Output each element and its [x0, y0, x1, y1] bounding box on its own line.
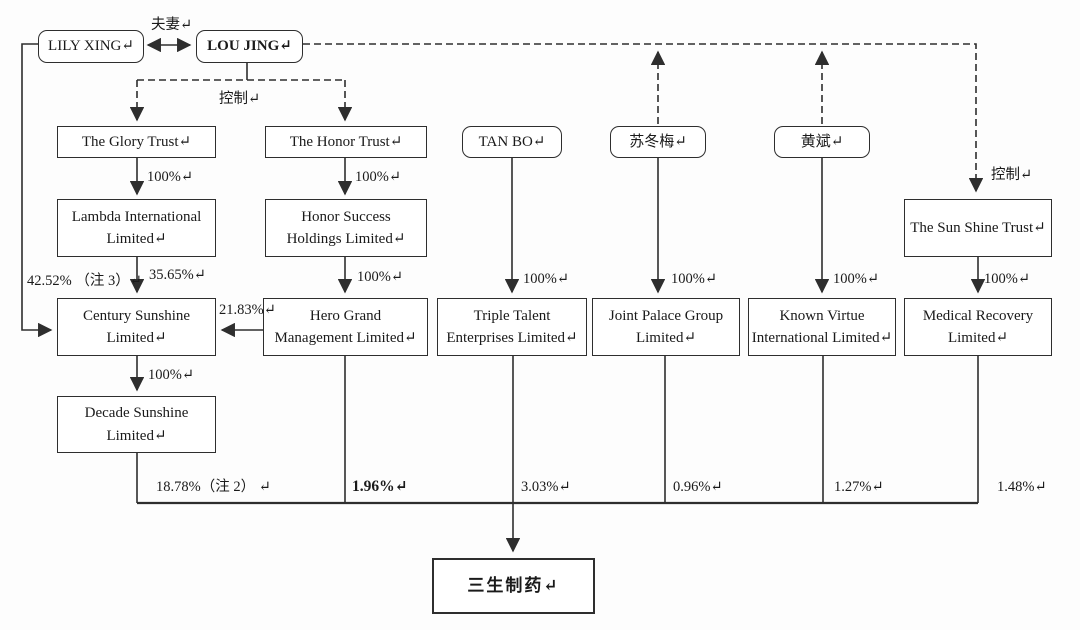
label-pct-tanbo-triple: 100%↵ [523, 271, 569, 287]
node-joint-palace-line2: Limited↵ [635, 330, 697, 346]
node-lily-xing: LILY XING↵ [38, 30, 144, 63]
label-pct-huang-knownvirtue: 100%↵ [833, 271, 879, 287]
node-honor-success-line1: Honor Success [301, 208, 391, 225]
node-triple-talent-line2: Enterprises Limited↵ [446, 330, 578, 346]
label-pct-lambda-century-right: 35.65%↵ [149, 267, 206, 283]
node-honor-trust: The Honor Trust↵ [265, 126, 427, 158]
label-pct-honor-honorsuccess: 100%↵ [355, 169, 401, 185]
label-control-right: 控制↵ [991, 167, 1033, 183]
node-decade-line2: Limited↵ [106, 427, 167, 444]
node-triple-talent-line1: Triple Talent [473, 307, 551, 324]
node-sun-shine-trust-label: The Sun Shine Trust↵ [910, 219, 1046, 236]
label-pct-herogrand-century: 21.83%↵ [219, 302, 276, 318]
node-lambda-line1: Lambda International [71, 208, 202, 225]
node-huang-bin-label: 黄斌↵ [800, 133, 844, 150]
node-huang-bin: 黄斌↵ [774, 126, 870, 158]
label-pct-medical-target: 1.48%↵ [997, 479, 1047, 495]
label-control-top: 控制↵ [219, 91, 261, 107]
node-lambda-line2: Limited↵ [106, 231, 167, 247]
node-honor-success: Honor Success Holdings Limited↵ [265, 199, 427, 257]
node-tan-bo-label: TAN BO↵ [478, 133, 546, 150]
node-medical-recovery-line2: Limited↵ [947, 330, 1009, 346]
edge-lily-century [21, 43, 53, 338]
label-pct-jointpalace-target: 0.96%↵ [673, 479, 723, 495]
node-decade-line1: Decade Sunshine [84, 405, 189, 421]
node-hero-grand-line2: Management Limited↵ [274, 330, 417, 346]
node-glory-trust: The Glory Trust↵ [57, 126, 216, 158]
node-honor-success-line2: Holdings Limited↵ [286, 231, 406, 247]
node-known-virtue-line2: International Limited↵ [751, 330, 893, 346]
node-medical-recovery: Medical Recovery Limited↵ [904, 298, 1052, 356]
node-century-line1: Century Sunshine [82, 307, 191, 324]
label-pct-sunshine-medical: 100%↵ [984, 271, 1030, 287]
label-pct-herogrand-target: 1.96%↵ [352, 478, 408, 495]
node-tan-bo: TAN BO↵ [462, 126, 562, 158]
node-hero-grand-line1: Hero Grand [309, 307, 382, 324]
node-su-dongmei: 苏冬梅↵ [610, 126, 706, 158]
node-3sbio: 三生制药↵ [432, 558, 595, 614]
label-pct-decade-target: 18.78%（注 2） ↵ [156, 479, 271, 495]
node-triple-talent: Triple Talent Enterprises Limited↵ [437, 298, 587, 356]
node-sun-shine-trust: The Sun Shine Trust↵ [904, 199, 1052, 257]
label-pct-honorsuccess-herogrand: 100%↵ [357, 269, 403, 285]
node-century-sunshine: Century Sunshine Limited↵ [57, 298, 216, 356]
node-3sbio-label: 三生制药↵ [467, 576, 560, 596]
label-pct-lambda-century-left: 42.52% （注 3）↵ [27, 273, 142, 289]
node-lou-jing-label: LOU JING↵ [207, 38, 292, 55]
node-known-virtue: Known Virtue International Limited↵ [748, 298, 896, 356]
node-honor-trust-label: The Honor Trust↵ [289, 133, 403, 150]
node-medical-recovery-line1: Medical Recovery [922, 307, 1034, 324]
label-pct-su-jointpalace: 100%↵ [671, 271, 717, 287]
label-pct-triple-target: 3.03%↵ [521, 479, 571, 495]
label-pct-knownvirtue-target: 1.27%↵ [834, 479, 884, 495]
node-hero-grand: Hero Grand Management Limited↵ [263, 298, 428, 356]
node-glory-trust-label: The Glory Trust↵ [81, 133, 192, 150]
node-century-line2: Limited↵ [106, 330, 167, 346]
node-lou-jing: LOU JING↵ [196, 30, 303, 63]
edge-lou-sunshine [303, 43, 984, 193]
node-lily-xing-label: LILY XING↵ [48, 38, 134, 55]
node-decade-sunshine: Decade Sunshine Limited↵ [57, 396, 216, 453]
node-known-virtue-line1: Known Virtue [779, 307, 865, 324]
label-pct-glory-lambda: 100%↵ [147, 169, 193, 185]
node-lambda-international: Lambda International Limited↵ [57, 199, 216, 257]
label-pct-century-decade: 100%↵ [148, 367, 194, 383]
node-su-dongmei-label: 苏冬梅↵ [629, 133, 687, 150]
node-joint-palace: Joint Palace Group Limited↵ [592, 298, 740, 356]
label-spouse: 夫妻↵ [151, 17, 193, 33]
node-joint-palace-line1: Joint Palace Group [608, 307, 724, 324]
